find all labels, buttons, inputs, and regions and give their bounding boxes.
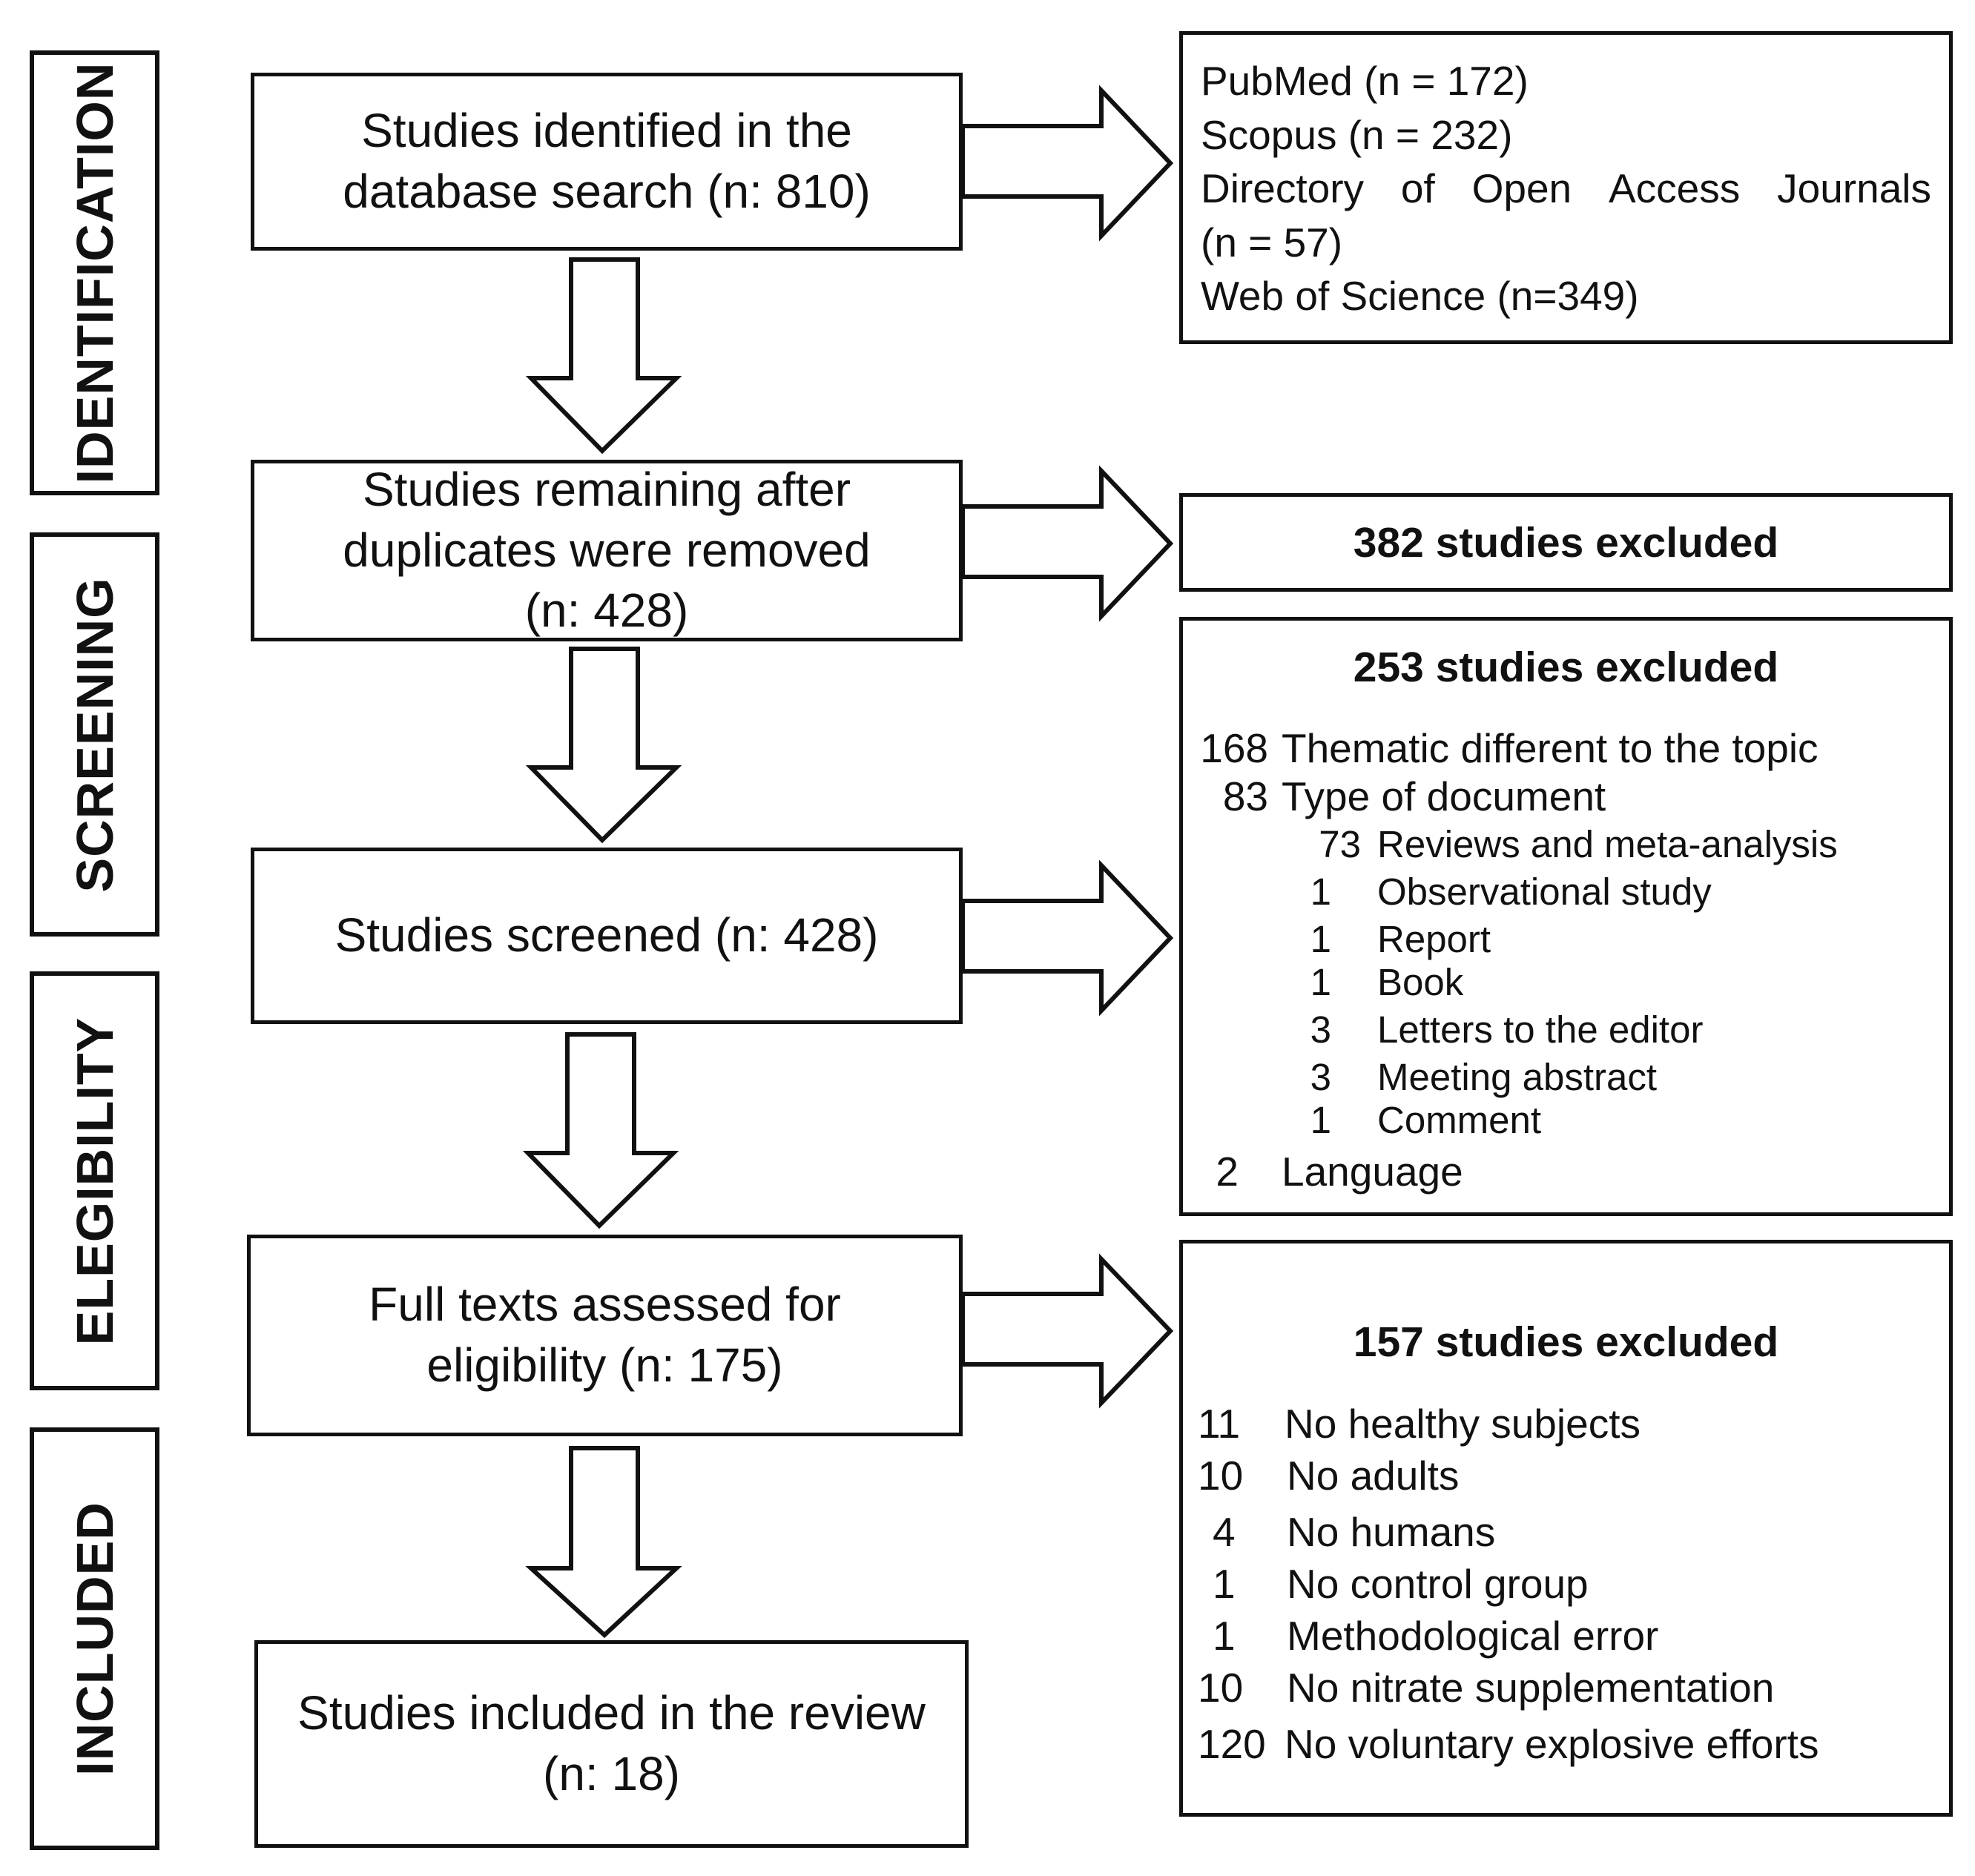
source-doaj-word-1: Directory <box>1201 165 1365 212</box>
excluded-screening-box: 253 studies excluded 168 Thematic differ… <box>1179 617 1953 1216</box>
eligibility-item-0-label: No healthy subjects <box>1285 1401 1641 1447</box>
screening-item-8-n: 1 <box>1310 1099 1331 1141</box>
right-arrow-3 <box>960 859 1174 1017</box>
eligibility-item-1-n: 10 <box>1198 1453 1244 1499</box>
eligibility-item-4-n: 1 <box>1213 1613 1236 1659</box>
down-arrow-1 <box>525 257 682 455</box>
stage-elegibility: ELEGIBILITY <box>30 971 159 1390</box>
screening-item-7-n: 3 <box>1310 1056 1331 1098</box>
screening-item-6-label: Letters to the editor <box>1377 1008 1704 1051</box>
excluded-duplicates-box: 382 studies excluded <box>1179 493 1953 592</box>
screening-item-0-label: Thematic different to the topic <box>1282 725 1819 771</box>
right-arrow-2 <box>960 465 1174 622</box>
after-duplicates-line-1: Studies remaining after <box>362 462 851 516</box>
screening-item-1-label: Type of document <box>1282 773 1606 819</box>
source-doaj-word-3: Open <box>1471 165 1572 212</box>
screened-box: Studies screened (n: 428) <box>251 848 963 1024</box>
right-arrow-1 <box>960 85 1174 242</box>
screening-item-1-n: 83 <box>1222 773 1268 819</box>
eligibility-item-3-n: 1 <box>1213 1561 1236 1607</box>
identified-line-1: Studies identified in the <box>361 104 852 158</box>
source-doaj-word-4: Access <box>1608 165 1741 212</box>
included-line-2: (n: 18) <box>543 1747 680 1800</box>
excluded-eligibility-title: 157 studies excluded <box>1353 1318 1779 1366</box>
source-doaj-word-2: of <box>1400 165 1435 212</box>
screening-item-5-label: Book <box>1377 961 1464 1003</box>
eligibility-item-2-label: No humans <box>1287 1509 1496 1555</box>
after-duplicates-line-3: (n: 428) <box>524 584 689 638</box>
excluded-eligibility-box: 157 studies excluded 11 No healthy subje… <box>1179 1240 1953 1817</box>
included-box: Studies included in the review (n: 18) <box>254 1640 969 1848</box>
source-pubmed: PubMed (n = 172) <box>1201 58 1529 104</box>
source-wos: Web of Science (n=349) <box>1201 273 1639 320</box>
eligibility-item-4-label: Methodological error <box>1287 1613 1659 1659</box>
fulltext-box: Full texts assessed for eligibility (n: … <box>247 1235 963 1436</box>
identified-box: Studies identified in the database searc… <box>251 73 963 251</box>
screening-item-3-n: 1 <box>1310 871 1331 913</box>
right-arrow-4 <box>960 1253 1174 1409</box>
after-duplicates-line-2: duplicates were removed <box>343 523 871 577</box>
stage-screening: SCREENING <box>30 532 159 937</box>
down-arrow-4 <box>525 1446 682 1639</box>
eligibility-item-5-label: No nitrate supplementation <box>1287 1665 1775 1711</box>
source-doaj: Directory of Open Access Journals <box>1201 162 1949 216</box>
screening-item-5-n: 1 <box>1310 961 1331 1003</box>
source-scopus: Scopus (n = 232) <box>1201 111 1513 158</box>
sources-box: PubMed (n = 172) Scopus (n = 232) Direct… <box>1179 31 1953 344</box>
excluded-screening-title: 253 studies excluded <box>1353 644 1779 691</box>
screening-item-2-n: 73 <box>1319 823 1361 865</box>
screening-item-9-label: Language <box>1282 1149 1463 1195</box>
stage-included: INCLUDED <box>30 1427 159 1850</box>
eligibility-item-5-n: 10 <box>1198 1665 1244 1711</box>
screened-line-1: Studies screened (n: 428) <box>334 908 879 962</box>
included-line-1: Studies included in the review <box>297 1686 926 1740</box>
fulltext-line-2: eligibility (n: 175) <box>426 1338 783 1392</box>
eligibility-item-3-label: No control group <box>1287 1561 1589 1607</box>
eligibility-item-6-label: No voluntary explosive efforts <box>1285 1721 1819 1767</box>
source-doaj-word-5: Journals <box>1777 165 1931 212</box>
screening-item-8-label: Comment <box>1377 1099 1542 1141</box>
eligibility-item-6-n: 120 <box>1198 1721 1266 1767</box>
after-duplicates-box: Studies remaining after duplicates were … <box>251 460 963 641</box>
stage-identification: IDENTIFICATION <box>30 50 159 495</box>
screening-item-9-n: 2 <box>1216 1149 1239 1195</box>
down-arrow-2 <box>525 647 682 844</box>
down-arrow-3 <box>522 1032 679 1229</box>
screening-item-6-n: 3 <box>1310 1008 1331 1051</box>
screening-item-2-label: Reviews and meta-analysis <box>1377 823 1838 865</box>
fulltext-line-1: Full texts assessed for <box>369 1278 841 1332</box>
screening-item-4-label: Report <box>1377 918 1491 960</box>
excluded-duplicates-title: 382 studies excluded <box>1353 518 1779 567</box>
screening-item-4-n: 1 <box>1310 918 1331 960</box>
screening-item-7-label: Meeting abstract <box>1377 1056 1658 1098</box>
eligibility-item-0-n: 11 <box>1198 1401 1241 1447</box>
source-doaj-count: (n = 57) <box>1201 219 1343 265</box>
eligibility-item-2-n: 4 <box>1213 1509 1236 1555</box>
screening-item-0-n: 168 <box>1200 725 1268 771</box>
eligibility-item-1-label: No adults <box>1287 1453 1460 1499</box>
identified-line-2: database search (n: 810) <box>343 165 871 218</box>
screening-item-3-label: Observational study <box>1377 871 1712 913</box>
